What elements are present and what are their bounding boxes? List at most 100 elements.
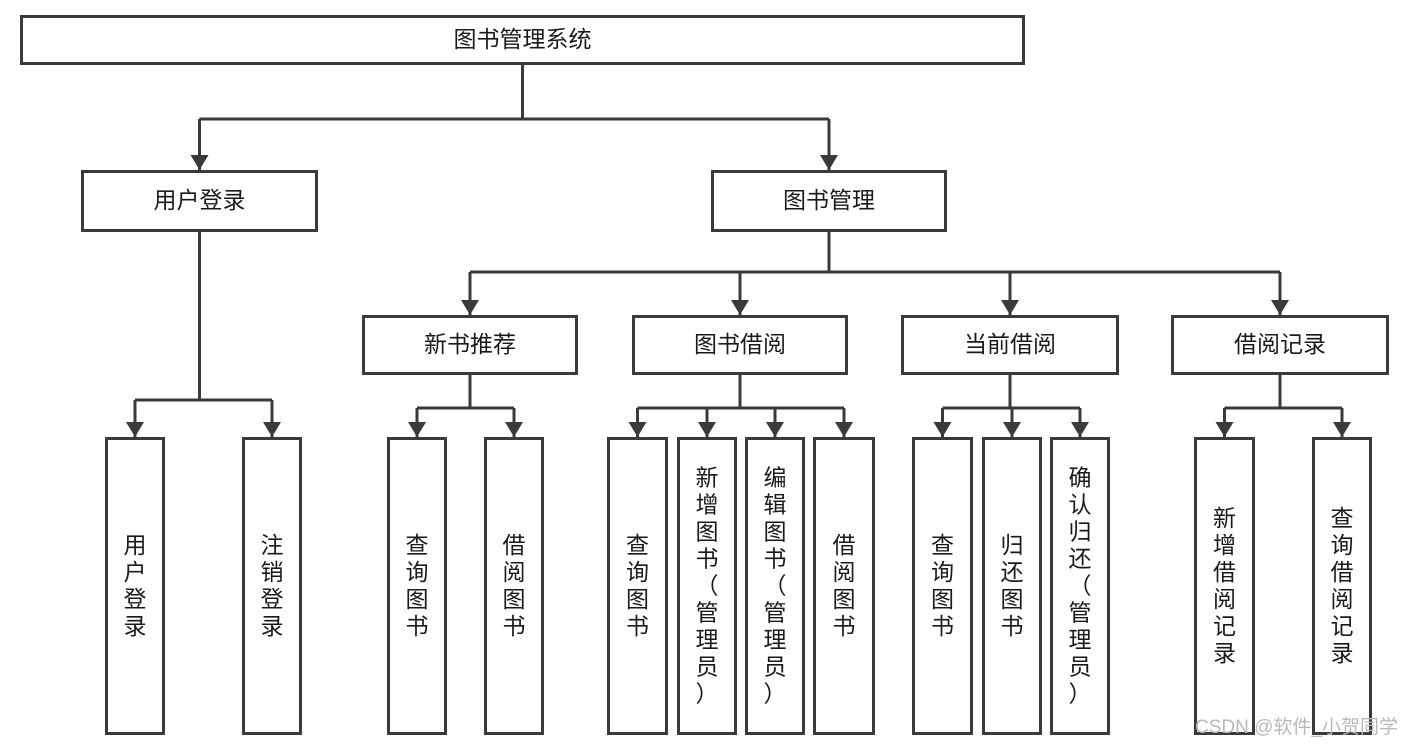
node-label-leaf-query-book-current-char-3: 书 — [931, 613, 954, 639]
arrow-head-book-management — [820, 155, 838, 170]
node-label-leaf-query-book-current-char-0: 查 — [931, 532, 954, 558]
node-label-leaf-logout-char-2: 登 — [261, 586, 284, 612]
node-box-current-borrow — [901, 315, 1119, 375]
node-label-leaf-edit-book-admin-char-5: 管 — [764, 600, 787, 626]
node-label-leaf-borrow-book-recommend-char-1: 阅 — [503, 559, 526, 585]
node-box-new-book-recommend — [362, 315, 578, 375]
arrow-head-new-book-recommend — [461, 300, 479, 315]
node-label-borrow-record: 借阅记录 — [1234, 331, 1326, 357]
node-label-leaf-edit-book-admin-char-0: 编 — [764, 465, 787, 491]
node-book-management[interactable]: 图书管理 — [711, 170, 947, 232]
node-label-leaf-edit-book-admin-char-7: 员 — [764, 654, 787, 680]
node-label-leaf-borrow-book-char-1: 阅 — [833, 559, 856, 585]
node-label-leaf-edit-book-admin-char-2: 图 — [764, 519, 787, 545]
node-label-leaf-confirm-return-admin-char-1: 认 — [1069, 492, 1092, 518]
node-label-leaf-add-book-admin-char-5: 管 — [696, 600, 719, 626]
node-box-leaf-query-book-borrow — [607, 437, 668, 735]
node-label-leaf-confirm-return-admin-char-8: ） — [1069, 681, 1092, 707]
node-current-borrow[interactable]: 当前借阅 — [901, 315, 1119, 375]
node-label-leaf-borrow-book-char-2: 图 — [833, 586, 856, 612]
arrow-head-leaf-query-book-current — [933, 422, 952, 437]
node-label-leaf-user-login-char-0: 用 — [124, 532, 147, 558]
node-label-leaf-user-login-char-3: 录 — [124, 613, 147, 639]
node-label-leaf-confirm-return-admin-char-4: （ — [1069, 573, 1092, 599]
connector-layer — [126, 65, 1351, 437]
node-label-leaf-query-book-borrow-char-1: 询 — [626, 559, 649, 585]
node-box-leaf-edit-book-admin — [745, 437, 805, 735]
node-label-leaf-edit-book-admin-char-4: （ — [764, 573, 787, 599]
node-label-leaf-add-borrow-record-char-4: 记 — [1213, 613, 1236, 639]
node-label-leaf-add-book-admin-char-3: 书 — [696, 546, 719, 572]
node-layer: 图书管理系统用户登录图书管理新书推荐图书借阅当前借阅借阅记录用户登录注销登录查询… — [20, 15, 1389, 735]
node-box-leaf-query-borrow-record — [1312, 437, 1372, 735]
arrow-head-leaf-query-book-recommend — [408, 422, 426, 437]
node-user-login[interactable]: 用户登录 — [81, 170, 318, 232]
node-label-root: 图书管理系统 — [454, 26, 592, 52]
node-label-user-login: 用户登录 — [154, 187, 246, 213]
node-box-leaf-logout — [242, 437, 302, 735]
arrow-head-leaf-add-book-admin — [698, 422, 716, 437]
node-label-leaf-add-borrow-record-char-3: 阅 — [1213, 586, 1236, 612]
node-label-leaf-query-borrow-record-char-0: 查 — [1331, 505, 1354, 531]
node-root[interactable]: 图书管理系统 — [20, 15, 1025, 65]
node-label-leaf-add-book-admin-char-8: ） — [696, 681, 719, 707]
arrow-head-leaf-user-login — [126, 422, 144, 437]
arrow-head-book-borrow — [731, 300, 749, 315]
node-new-book-recommend[interactable]: 新书推荐 — [362, 315, 578, 375]
node-label-leaf-return-book-char-2: 图 — [1001, 586, 1024, 612]
node-book-borrow[interactable]: 图书借阅 — [632, 315, 848, 375]
node-leaf-user-login[interactable]: 用户登录 — [105, 437, 165, 735]
node-box-leaf-confirm-return-admin — [1050, 437, 1110, 735]
node-label-leaf-query-borrow-record-char-1: 询 — [1331, 532, 1354, 558]
node-box-leaf-add-borrow-record — [1194, 437, 1255, 735]
node-box-leaf-query-book-recommend — [387, 437, 447, 735]
node-box-borrow-record — [1171, 315, 1389, 375]
node-label-book-borrow: 图书借阅 — [694, 331, 786, 357]
node-label-leaf-add-borrow-record-char-0: 新 — [1213, 505, 1236, 531]
node-label-leaf-logout-char-0: 注 — [261, 532, 284, 558]
node-label-leaf-add-book-admin-char-1: 增 — [696, 492, 719, 518]
node-box-book-management — [711, 170, 947, 232]
node-label-leaf-query-book-current-char-1: 询 — [931, 559, 954, 585]
node-box-root — [20, 15, 1025, 65]
node-label-leaf-query-borrow-record-char-3: 阅 — [1331, 586, 1354, 612]
node-box-leaf-borrow-book-recommend — [484, 437, 544, 735]
arrow-head-leaf-borrow-book — [835, 422, 853, 437]
node-label-leaf-add-book-admin-char-7: 员 — [696, 654, 719, 680]
csdn-watermark: CSDN @软件_小贺同学 — [1195, 716, 1398, 738]
node-label-leaf-borrow-book-char-3: 书 — [833, 613, 856, 639]
node-box-book-borrow — [632, 315, 848, 375]
node-label-current-borrow: 当前借阅 — [964, 331, 1056, 357]
node-label-leaf-confirm-return-admin-char-5: 管 — [1069, 600, 1092, 626]
node-label-leaf-edit-book-admin-char-6: 理 — [764, 627, 787, 653]
node-borrow-record[interactable]: 借阅记录 — [1171, 315, 1389, 375]
node-label-leaf-confirm-return-admin-char-2: 归 — [1069, 519, 1092, 545]
node-label-leaf-query-book-recommend-char-2: 图 — [406, 586, 429, 612]
node-box-leaf-borrow-book — [813, 437, 875, 735]
arrow-head-current-borrow — [1001, 300, 1019, 315]
arrow-head-leaf-logout — [263, 422, 281, 437]
arrow-head-leaf-confirm-return-admin — [1071, 422, 1089, 437]
node-label-leaf-borrow-book-recommend-char-3: 书 — [503, 613, 526, 639]
node-label-leaf-edit-book-admin-char-3: 书 — [764, 546, 787, 572]
node-label-leaf-edit-book-admin-char-8: ） — [764, 681, 787, 707]
node-label-leaf-query-borrow-record-char-5: 录 — [1331, 640, 1354, 666]
node-label-leaf-add-book-admin-char-2: 图 — [696, 519, 719, 545]
node-label-leaf-return-book-char-0: 归 — [1001, 532, 1024, 558]
node-label-leaf-query-borrow-record-char-2: 借 — [1331, 559, 1354, 585]
node-label-leaf-edit-book-admin-char-1: 辑 — [764, 492, 787, 518]
node-label-leaf-query-book-recommend-char-3: 书 — [406, 613, 429, 639]
